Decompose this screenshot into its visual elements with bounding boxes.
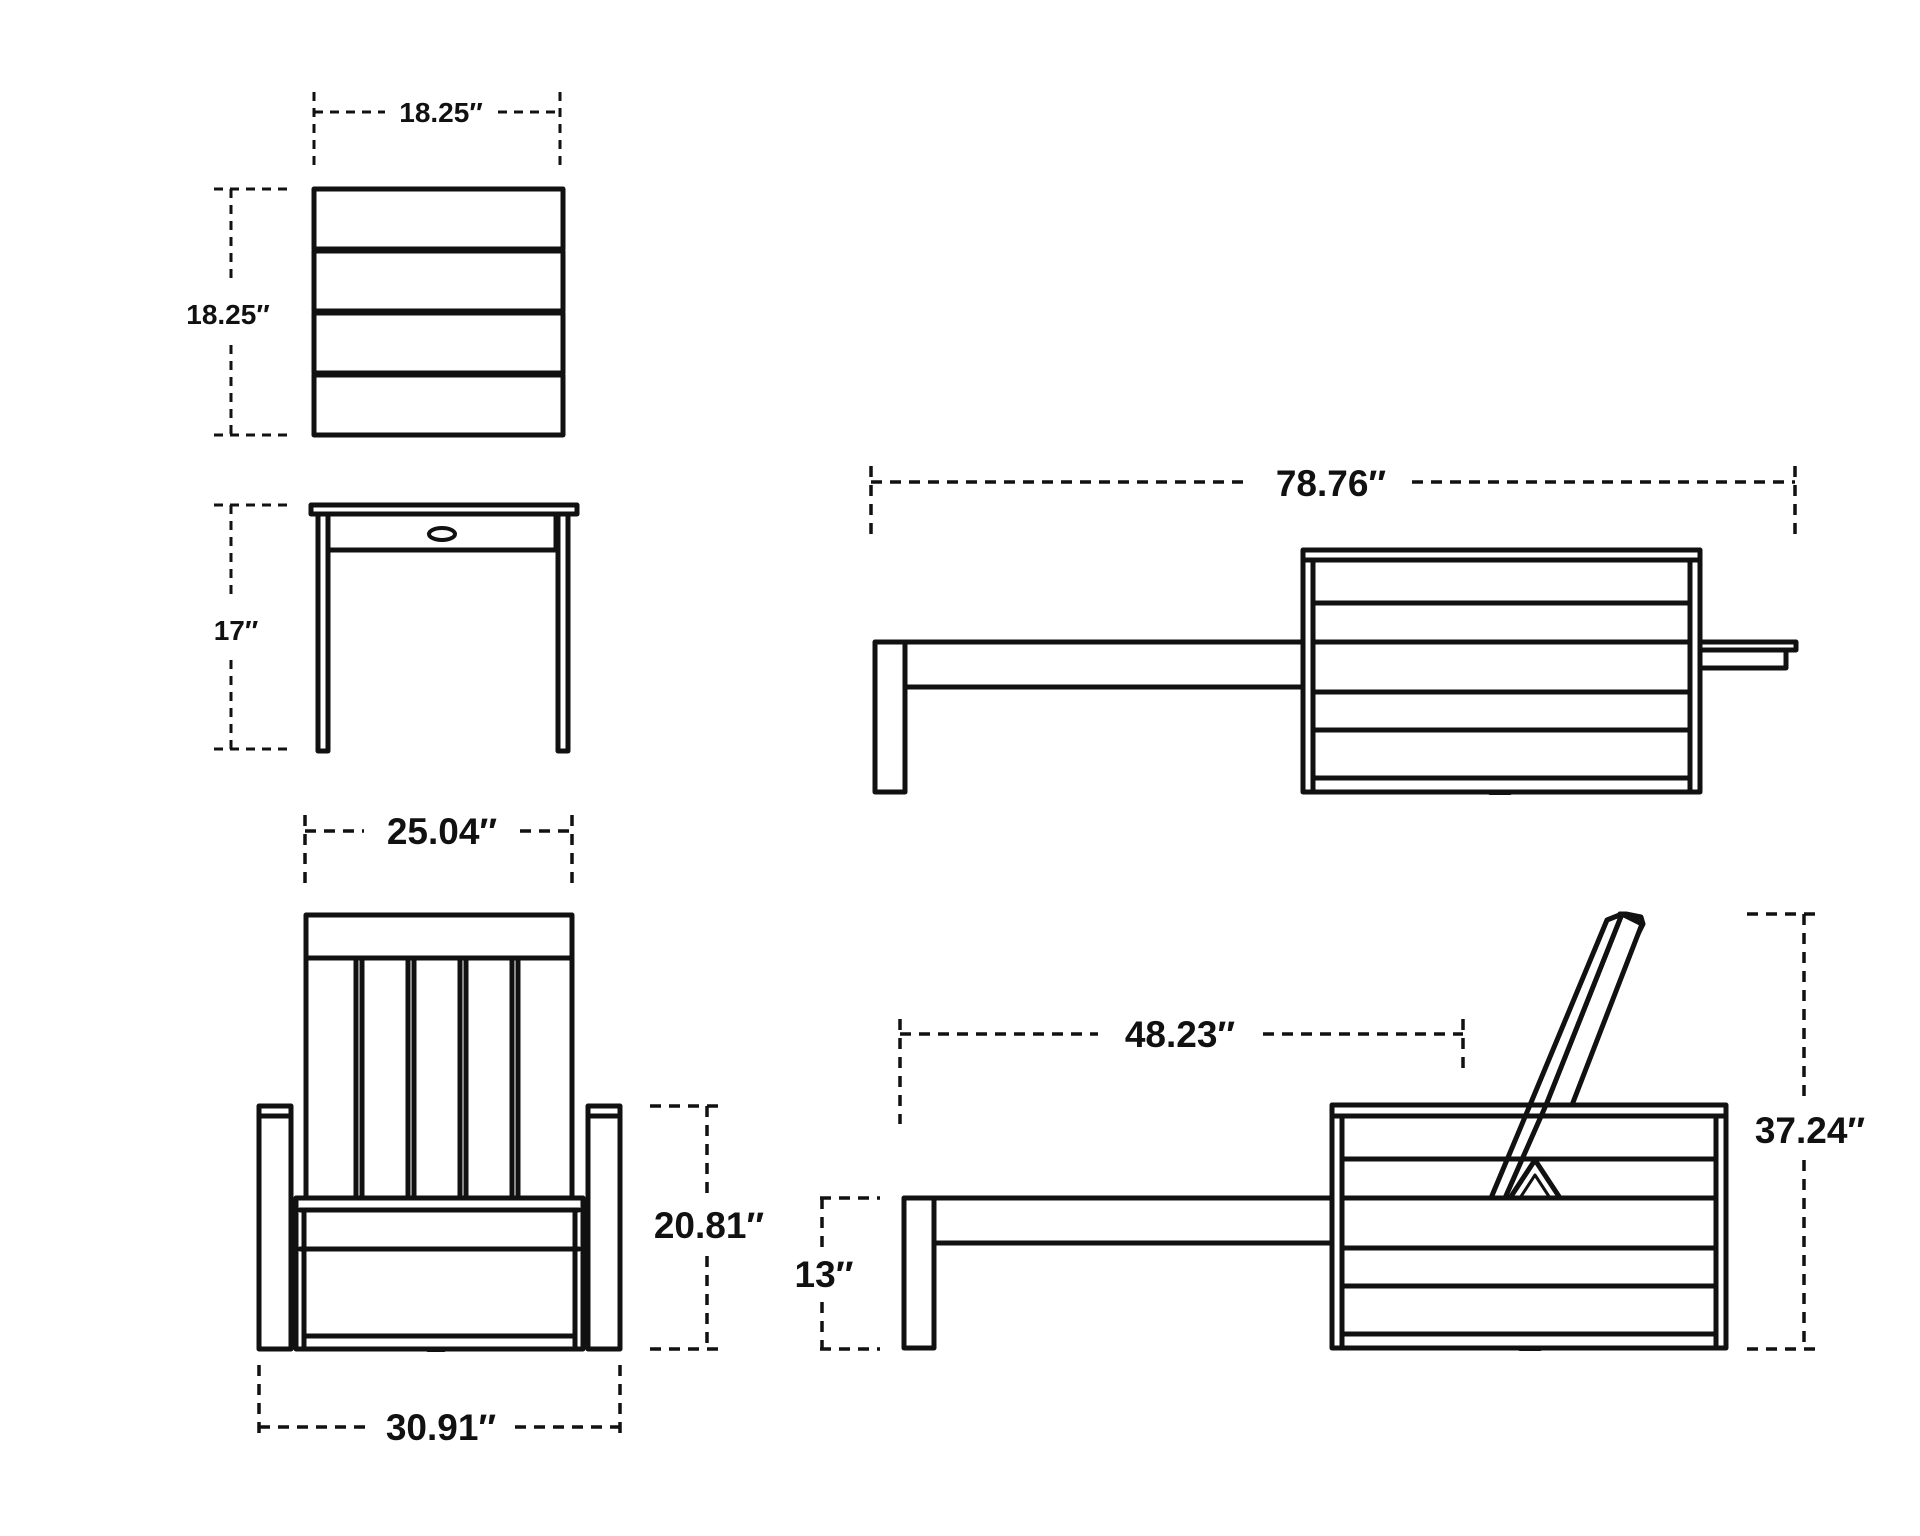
chaise-width-dimension: 30.91″ bbox=[257, 1365, 622, 1448]
chaise-back-height-dimension: 37.24″ bbox=[1747, 912, 1866, 1351]
chaise-length-label: 78.76″ bbox=[1276, 463, 1387, 504]
chaise-arm-height-label: 20.81″ bbox=[654, 1205, 765, 1246]
chaise-reclined-side-view bbox=[901, 911, 1729, 1351]
side-table-front-view bbox=[308, 502, 580, 754]
table-height-label: 17″ bbox=[214, 615, 259, 646]
chaise-arm-height-dimension: 20.81″ bbox=[650, 1104, 765, 1351]
chaise-width-label: 30.91″ bbox=[386, 1407, 497, 1448]
chaise-seat-height-dimension: 13″ bbox=[795, 1196, 880, 1351]
side-table-top-view bbox=[311, 186, 566, 438]
chaise-seat-height-label: 13″ bbox=[795, 1254, 854, 1295]
chaise-length-dimension: 78.76″ bbox=[869, 463, 1797, 540]
table-width-dimension: 18.25″ bbox=[312, 92, 562, 170]
table-height-dimension: 17″ bbox=[214, 503, 290, 751]
chaise-front-view bbox=[256, 912, 623, 1352]
chaise-seat-length-label: 48.23″ bbox=[1125, 1014, 1236, 1055]
chaise-seat-length-dimension: 48.23″ bbox=[898, 1014, 1465, 1124]
umbrella-hole-icon bbox=[427, 526, 457, 542]
table-depth-label: 18.25″ bbox=[186, 299, 269, 330]
table-width-label: 18.25″ bbox=[399, 97, 482, 128]
chaise-back-height-label: 37.24″ bbox=[1755, 1110, 1866, 1151]
table-depth-dimension: 18.25″ bbox=[186, 187, 290, 437]
chaise-back-width-label: 25.04″ bbox=[387, 811, 498, 852]
chaise-back-width-dimension: 25.04″ bbox=[303, 811, 574, 890]
chaise-flat-side-view bbox=[872, 547, 1799, 795]
